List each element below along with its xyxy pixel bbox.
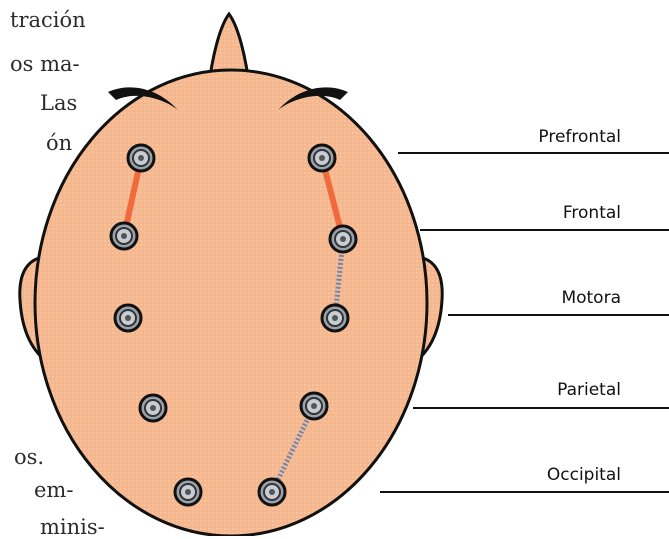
electrode-occipital-left [175, 479, 201, 505]
region-label-frontal: Frontal [563, 203, 621, 223]
electrode-parietal-right [301, 393, 327, 419]
electrode-occipital-right [259, 479, 285, 505]
region-label-motora: Motora [561, 288, 621, 308]
electrode-frontal-right [330, 226, 356, 252]
electrode-motora-right [322, 305, 348, 331]
region-label-prefrontal: Prefrontal [538, 127, 621, 147]
region-label-occipital: Occipital [547, 465, 621, 485]
region-line-parietal [413, 407, 669, 409]
region-line-motora [448, 314, 669, 316]
electrode-motora-left [115, 305, 141, 331]
electrode-parietal-left [140, 395, 166, 421]
head-outline [35, 70, 427, 536]
region-line-prefrontal [398, 152, 669, 154]
electrode-frontal-left [111, 223, 137, 249]
electrode-prefrontal-left [128, 145, 154, 171]
region-label-parietal: Parietal [557, 380, 621, 400]
electrode-prefrontal-right [309, 145, 335, 171]
region-line-frontal [420, 229, 669, 231]
region-line-occipital [380, 491, 669, 493]
